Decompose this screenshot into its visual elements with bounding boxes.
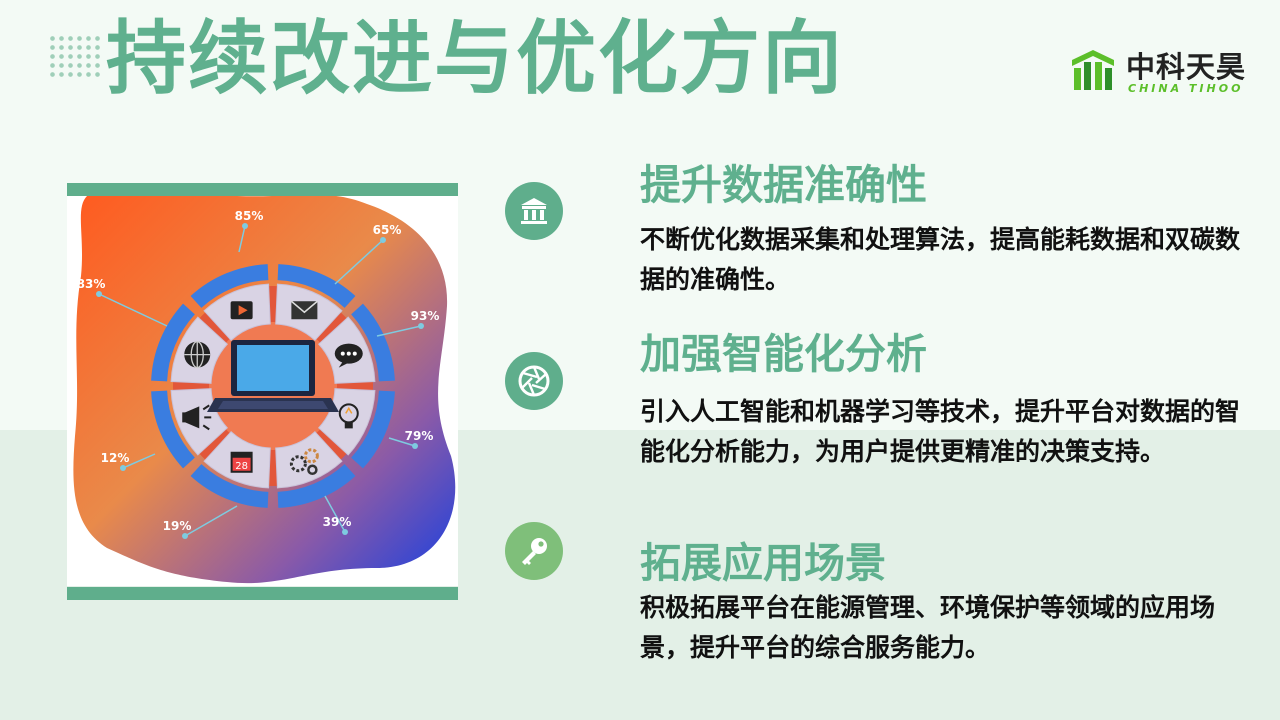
callout-line (376, 325, 422, 337)
envelope-icon (290, 300, 318, 320)
callout-dot (182, 533, 188, 539)
callout-dot (412, 443, 418, 449)
item-body-accuracy: 不断优化数据采集和处理算法，提高能耗数据和双碳数据的准确性。 (640, 225, 1241, 294)
page-title: 持续改进与优化方向 (106, 12, 844, 105)
item-title-accuracy: 提升数据准确性 (640, 161, 927, 209)
callout-dot (380, 237, 386, 243)
callout-dot (96, 291, 102, 297)
callout-dot (342, 529, 348, 535)
logo-name-cn: 中科天昊 (1126, 50, 1247, 84)
panel-bottom-bar (67, 587, 458, 600)
item-title-scenarios: 拓展应用场景 (640, 539, 886, 587)
percentage-label: 85% (235, 209, 264, 223)
callout-line (122, 453, 156, 469)
item-title-intelligence: 加强智能化分析 (640, 330, 927, 378)
company-logo: 中科天昊 CHINA TIHOO (1070, 44, 1260, 100)
logo-name-en: CHINA TIHOO (1128, 82, 1244, 95)
percentage-label: 83% (77, 277, 106, 291)
item-body-intelligence: 引入人工智能和机器学习等技术，提升平台对数据的智能化分析能力，为用户提供更精准的… (640, 397, 1241, 466)
callout-dot (120, 465, 126, 471)
callout-line (184, 505, 238, 537)
aperture-icon (505, 352, 563, 410)
key-icon (505, 522, 563, 580)
percentage-label: 19% (163, 519, 192, 533)
megaphone-icon (182, 404, 212, 431)
callout-dot (418, 323, 424, 329)
chat-bubble-icon (334, 343, 363, 368)
percentage-label: 39% (323, 515, 352, 529)
percentage-label: 79% (405, 429, 434, 443)
callout-line (238, 225, 246, 253)
calendar-day-label: 28 (235, 461, 248, 472)
percentage-label: 12% (101, 451, 130, 465)
percentage-label: 65% (373, 223, 402, 237)
calendar-icon: 28 (230, 451, 253, 473)
callout-line (388, 437, 416, 447)
percentage-label: 93% (411, 309, 440, 323)
callout-line (98, 293, 168, 327)
lightbulb-icon (338, 403, 359, 429)
panel-top-bar (67, 183, 458, 196)
callout-line (324, 495, 346, 533)
dot-grid-decoration (48, 34, 102, 80)
globe-icon (184, 340, 211, 369)
item-body-scenarios: 积极拓展平台在能源管理、环境保护等领域的应用场景，提升平台的综合服务能力。 (640, 593, 1216, 662)
callout-dot (242, 223, 248, 229)
laptop-icon (207, 340, 339, 412)
video-play-icon (230, 301, 253, 320)
infographic-panel: 28 85% 65% 93% 79% 39% 19% 12% 83% (67, 196, 458, 586)
callout-line (334, 239, 384, 285)
bank-icon (505, 182, 563, 240)
logo-mark-icon (1072, 50, 1114, 90)
